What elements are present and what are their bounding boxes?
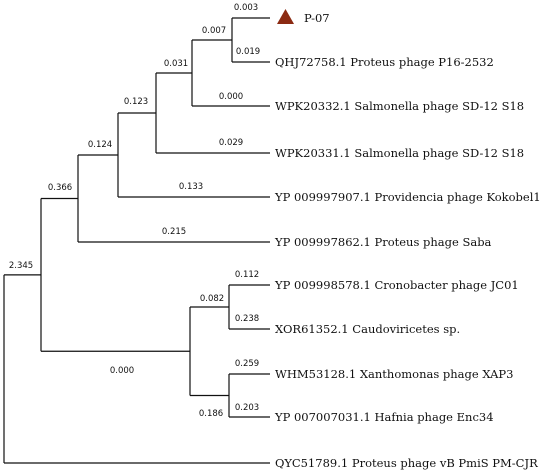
branch-length-label: 0.259 (235, 359, 259, 369)
branch-length-label: 0.003 (234, 3, 258, 13)
tree-branches (3, 17, 270, 464)
tip-label: YP 009997862.1 Proteus phage Saba (274, 235, 492, 249)
tip-label: WHM53128.1 Xanthomonas phage XAP3 (275, 367, 513, 381)
branch-length-label: 0.203 (235, 403, 259, 413)
tip-label: WPK20332.1 Salmonella phage SD-12 S18 (275, 99, 524, 113)
tip-label: YP 007007031.1 Hafnia phage Enc34 (274, 410, 494, 424)
tip-label: QHJ72758.1 Proteus phage P16-2532 (275, 55, 494, 69)
branch-length-label: 0.029 (219, 138, 243, 148)
branch-length-label: 0.238 (235, 314, 259, 324)
branch-length-label: 0.215 (162, 227, 186, 237)
branch-length-label: 0.000 (110, 366, 134, 376)
tip-label: WPK20331.1 Salmonella phage SD-12 S18 (275, 146, 524, 160)
branch-length-label: 2.345 (9, 261, 33, 271)
tip-label: QYC51789.1 Proteus phage vB PmiS PM-CJR (275, 456, 538, 470)
branch-length-label: 0.123 (124, 97, 148, 107)
tip-label: XOR61352.1 Caudoviricetes sp. (275, 322, 460, 336)
tip-label: YP 009998578.1 Cronobacter phage JC01 (274, 278, 519, 292)
tip-label: YP 009997907.1 Providencia phage Kokobel… (274, 190, 541, 204)
branch-length-label: 0.019 (236, 47, 260, 57)
branch-length-label: 0.186 (199, 409, 223, 419)
tip-label: P-07 (304, 11, 330, 25)
branch-length-label: 0.112 (235, 270, 259, 280)
branch-length-labels: 0.003 0.019 0.007 0.000 0.031 0.029 0.123 0.133… (9, 3, 260, 419)
branch-length-label: 0.082 (200, 294, 224, 304)
branch-length-label: 0.000 (219, 92, 243, 102)
branch-length-label: 0.124 (88, 140, 112, 150)
branch-length-label: 0.031 (164, 59, 188, 69)
triangle-icon (277, 9, 294, 24)
branch-length-label: 0.366 (48, 183, 72, 193)
branch-length-label: 0.007 (202, 26, 226, 36)
branch-length-label: 0.133 (179, 182, 203, 192)
